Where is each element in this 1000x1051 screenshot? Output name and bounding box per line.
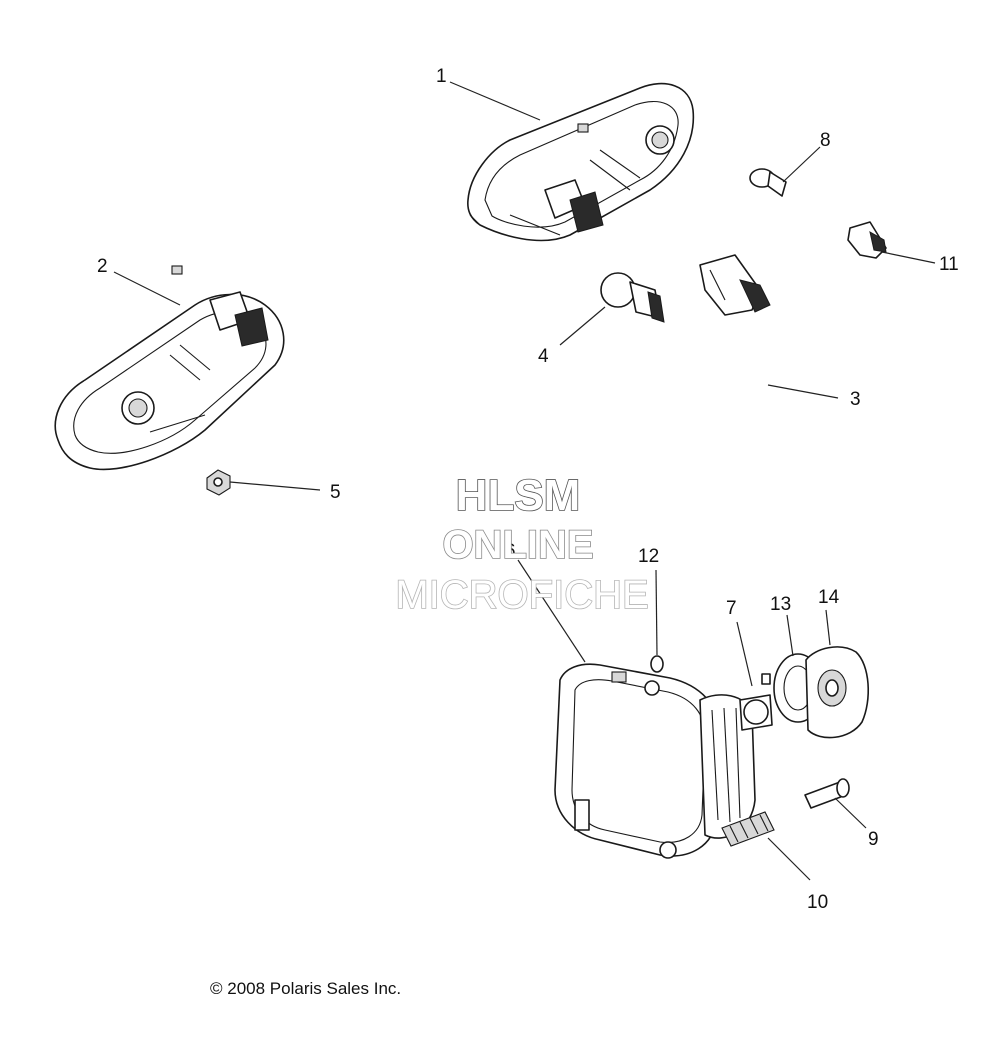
callout-13: 13 (770, 594, 791, 615)
leader-6 (517, 559, 586, 663)
copyright-notice: © 2008 Polaris Sales Inc. (210, 979, 401, 998)
leader-9 (834, 797, 867, 829)
leader-11 (881, 251, 936, 264)
leader-10 (767, 837, 811, 881)
cap-14 (805, 646, 870, 739)
headlamp-6 (554, 663, 756, 859)
bulb-7 (739, 673, 773, 731)
callout-1: 1 (436, 66, 447, 87)
watermark-line2: ONLINE (442, 523, 593, 567)
leader-12 (655, 569, 658, 656)
pin-9 (804, 778, 850, 809)
callout-7: 7 (726, 598, 737, 619)
callout-2: 2 (97, 256, 108, 277)
tail-lamp-upper (467, 82, 695, 242)
leader-4 (559, 306, 606, 346)
callout-9: 9 (868, 829, 879, 850)
tail-lamp-left (54, 265, 285, 471)
callouts: 1 2 3 4 5 6 7 8 9 10 11 12 13 14 (97, 66, 959, 913)
callout-3: 3 (850, 389, 861, 410)
callout-8: 8 (820, 130, 831, 151)
bulb-12 (650, 655, 664, 673)
leader-5 (229, 481, 321, 491)
callout-5: 5 (330, 482, 341, 503)
watermark-line1: HLSM (456, 471, 581, 520)
leader-1 (449, 81, 541, 121)
leader-lines (113, 81, 936, 881)
leader-3 (767, 384, 839, 399)
nut-5 (206, 469, 231, 496)
leader-14 (825, 609, 831, 646)
watermark: HLSM ONLINE MICROFICHE (395, 470, 650, 618)
leader-2 (113, 271, 181, 306)
bulb-8 (749, 168, 787, 197)
socket-3 (699, 254, 771, 316)
leader-13 (786, 614, 794, 657)
socket-11 (847, 221, 887, 259)
callout-4: 4 (538, 346, 549, 367)
callout-14: 14 (818, 587, 840, 608)
callout-12: 12 (638, 546, 659, 567)
callout-11: 11 (939, 254, 959, 275)
spring-10 (721, 811, 775, 847)
leader-8 (782, 146, 821, 183)
watermark-line3: MICROFICHE (395, 573, 648, 617)
callout-10: 10 (807, 892, 828, 913)
leader-7 (736, 621, 753, 687)
callout-6: 6 (505, 541, 516, 562)
bulb-4 (600, 272, 665, 323)
